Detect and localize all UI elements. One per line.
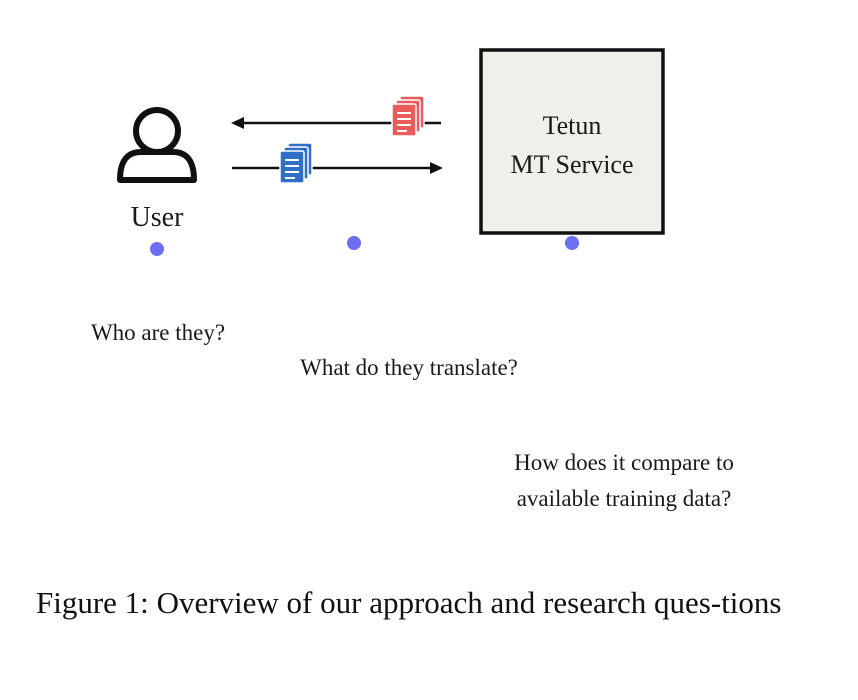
question-what: What do they translate? <box>300 355 518 380</box>
document-stack-icon <box>279 142 313 184</box>
approach-diagram: User Tetun MT Service Who are they? <box>91 48 734 511</box>
question-pin-what <box>347 236 361 336</box>
user-label: User <box>131 202 185 233</box>
figure-caption: Figure 1: Overview of our approach and r… <box>36 583 826 623</box>
mt-service-box <box>479 48 665 235</box>
question-pin-who <box>150 242 164 300</box>
figure-caption-text: Overview of our approach and research qu… <box>156 585 782 620</box>
arrow-icon <box>232 162 443 174</box>
document-stack-icon <box>391 95 425 137</box>
question-how-line2: available training data? <box>517 486 732 511</box>
question-how-line1: How does it compare to <box>514 450 734 475</box>
question-who: Who are they? <box>91 320 225 345</box>
question-pin-how <box>565 236 579 432</box>
mt-service-title: Tetun <box>543 111 602 140</box>
figure-caption-label: Figure 1: <box>36 585 149 620</box>
mt-service-subtitle: MT Service <box>511 150 634 179</box>
user-icon <box>117 107 197 183</box>
